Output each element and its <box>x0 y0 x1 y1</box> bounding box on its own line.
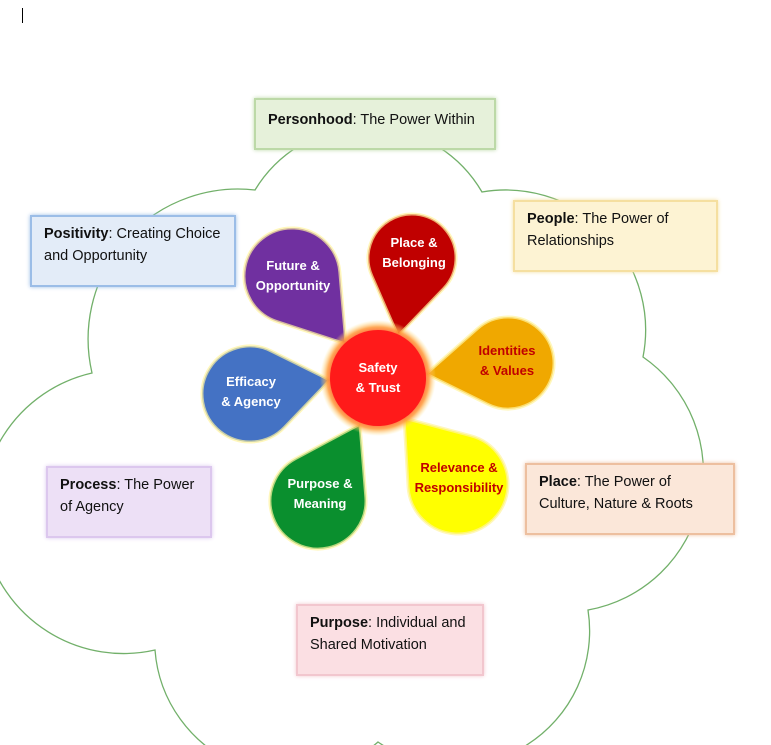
petal-label-line2: Opportunity <box>255 278 331 293</box>
petal-identities-values <box>423 315 556 411</box>
petal-relevance-responsibility <box>402 416 510 536</box>
label-key: Purpose <box>310 615 369 631</box>
inner-petals <box>200 212 556 551</box>
label-purpose: Purpose: Individual and Shared Motivatio… <box>296 604 484 676</box>
center-line2: & Trust <box>355 380 401 395</box>
petal-label-line1: Place & <box>390 235 438 250</box>
label-key: Place <box>539 474 577 490</box>
label-text: : The Power of Relationships <box>527 211 669 249</box>
label-text: : The Power of Culture, Nature & Roots <box>539 474 693 512</box>
petal-efficacy-agency <box>200 344 333 444</box>
label-place: Place: The Power of Culture, Nature & Ro… <box>525 463 735 535</box>
label-text: : The Power of Agency <box>60 477 195 515</box>
petal-purpose-meaning <box>268 421 368 551</box>
label-process: Process: The Power of Agency <box>46 466 212 538</box>
petal-label-line2: Belonging <box>382 255 446 270</box>
petal-efficacy-agency-label: Efficacy & Agency <box>201 372 301 412</box>
label-personhood: Personhood: The Power Within <box>254 98 496 150</box>
label-people: People: The Power of Relationships <box>513 200 718 272</box>
center-label: Safety & Trust <box>333 358 423 398</box>
petal-label-line1: Relevance & <box>420 460 498 475</box>
petal-label-line2: & Values <box>479 363 535 378</box>
label-key: People <box>527 211 575 227</box>
center-line1: Safety <box>358 360 398 375</box>
petal-future-opportunity <box>242 226 348 347</box>
petal-label-line1: Purpose & <box>287 476 353 491</box>
petal-label-line2: Meaning <box>293 496 347 511</box>
petal-place-belonging-label: Place & Belonging <box>364 233 464 273</box>
flower-outline <box>0 125 705 745</box>
petal-label-line2: Responsibility <box>414 480 504 495</box>
text-cursor <box>22 8 23 23</box>
label-key: Personhood <box>268 112 353 128</box>
center-circle <box>330 330 426 426</box>
label-positivity: Positivity: Creating Choice and Opportun… <box>30 215 236 287</box>
petal-label-line1: Identities <box>478 343 536 358</box>
label-text: : Creating Choice and Opportunity <box>44 226 221 264</box>
label-text: : Individual and Shared Motivation <box>310 615 466 653</box>
petal-place-belonging <box>366 212 458 339</box>
petal-identities-values-label: Identities & Values <box>457 341 557 381</box>
petal-label-line1: Future & <box>266 258 320 273</box>
label-text: : The Power Within <box>352 112 475 128</box>
petal-purpose-meaning-label: Purpose & Meaning <box>270 474 370 514</box>
petal-future-opportunity-label: Future & Opportunity <box>243 256 343 296</box>
petal-relevance-responsibility-label: Relevance & Responsibility <box>400 458 518 498</box>
petal-label-line2: & Agency <box>221 394 281 409</box>
label-key: Process <box>60 477 117 493</box>
petal-label-line1: Efficacy <box>226 374 276 389</box>
label-key: Positivity <box>44 226 109 242</box>
